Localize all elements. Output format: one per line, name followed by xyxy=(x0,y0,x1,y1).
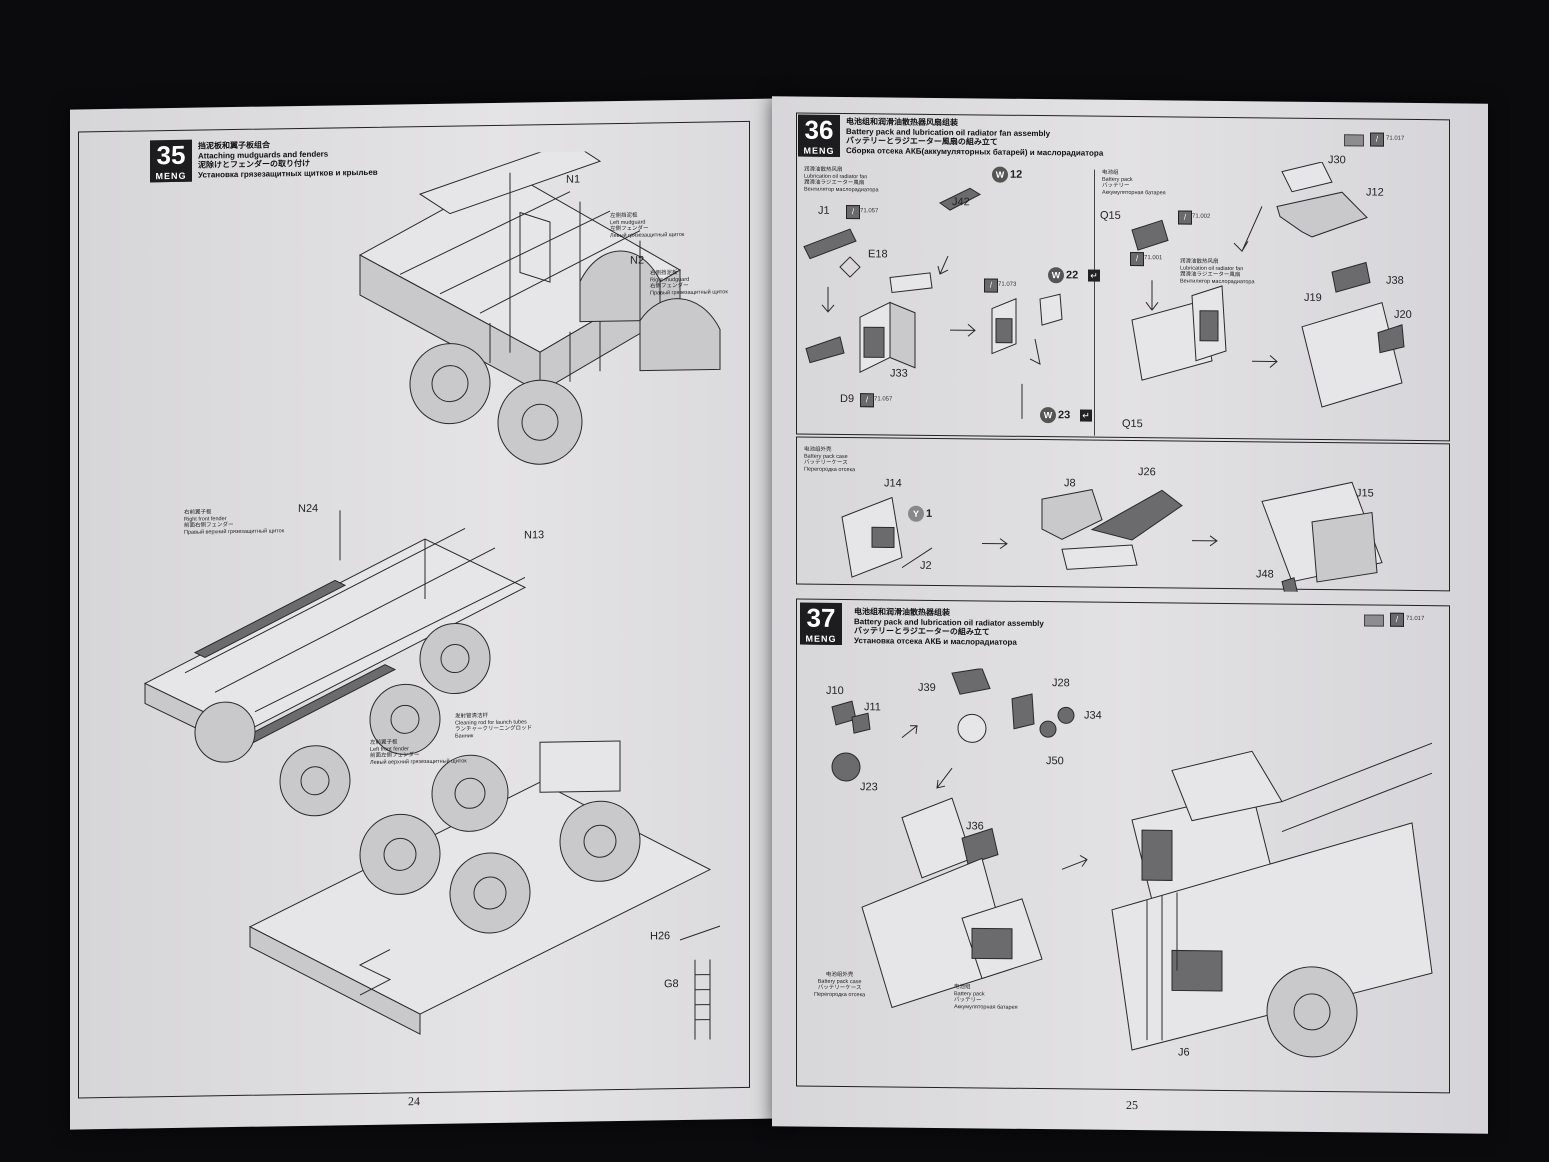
paint-icon: / xyxy=(984,278,998,293)
step-36-badge: 36 MENG xyxy=(798,114,840,157)
part-j23: J23 xyxy=(860,781,878,794)
paint-icon: / xyxy=(846,205,860,220)
paint-code: 71.002 xyxy=(1192,213,1211,220)
page-number-left: 24 xyxy=(408,1094,420,1109)
brand-logo: MENG xyxy=(800,632,842,645)
part-j20: J20 xyxy=(1394,308,1412,321)
weathering-icon: W xyxy=(1048,267,1064,284)
paint-code: 71.001 xyxy=(1144,255,1163,262)
paint-code: 71.073 xyxy=(998,281,1017,288)
part-label-g8: G8 xyxy=(664,978,679,991)
paint-icon: / xyxy=(1370,132,1384,147)
part-j2: J2 xyxy=(920,559,932,572)
part-q15-b: Q15 xyxy=(1122,417,1143,431)
fender-assembly-drawing xyxy=(143,510,527,817)
battery-radiator-drawing xyxy=(831,667,1433,1058)
part-j1: J1 xyxy=(818,204,830,217)
color-swatch xyxy=(1344,134,1364,147)
part-d9: D9 xyxy=(840,392,855,406)
brand-logo: MENG xyxy=(798,144,840,157)
mudguard-assembly-drawing xyxy=(358,148,721,465)
part-label-n2: N2 xyxy=(630,254,645,267)
part-j39: J39 xyxy=(918,681,936,694)
paint-code: 71.017 xyxy=(1406,615,1425,623)
step-number: 35 xyxy=(156,139,186,171)
part-label-n1: N1 xyxy=(566,173,581,186)
fan-assembly-drawing xyxy=(803,187,1063,419)
color-y-number: 1 xyxy=(926,507,933,520)
paint-icon: / xyxy=(1130,252,1144,267)
weathering-number: 23 xyxy=(1058,409,1071,422)
part-q15: Q15 xyxy=(1100,209,1121,222)
part-label-n24: N24 xyxy=(298,502,319,516)
part-j12: J12 xyxy=(1366,186,1384,199)
part-j14: J14 xyxy=(884,477,902,490)
part-j48: J48 xyxy=(1256,568,1274,581)
battery-fan-drawing xyxy=(1131,161,1405,408)
color-swatch xyxy=(1364,614,1384,627)
paint-icon: / xyxy=(1390,612,1404,627)
weathering-number: 12 xyxy=(1010,168,1023,181)
part-j30: J30 xyxy=(1328,154,1346,167)
step-number: 37 xyxy=(806,602,836,633)
paint-icon: / xyxy=(860,393,874,408)
part-j15: J15 xyxy=(1356,487,1374,500)
part-j6: J6 xyxy=(1178,1046,1190,1059)
step-number: 36 xyxy=(804,114,834,145)
brand-logo: MENG xyxy=(150,169,192,183)
page-number-right: 25 xyxy=(1126,1097,1138,1113)
part-j33: J33 xyxy=(890,367,908,380)
rear-chassis-drawing xyxy=(248,740,720,1040)
paint-code: 71.017 xyxy=(1386,135,1405,142)
part-j26: J26 xyxy=(1138,466,1156,479)
part-j11: J11 xyxy=(864,701,881,714)
part-label-h26: H26 xyxy=(650,930,671,943)
part-label-n13: N13 xyxy=(524,529,545,542)
part-j42: J42 xyxy=(952,196,970,209)
part-j34: J34 xyxy=(1084,709,1102,722)
apply-icon: ↵ xyxy=(1080,409,1092,422)
weathering-icon: W xyxy=(1040,407,1056,424)
part-j8: J8 xyxy=(1064,477,1076,490)
step-37-badge: 37 MENG xyxy=(800,602,842,645)
weathering-icon: W xyxy=(992,166,1008,183)
paint-icon: / xyxy=(1178,210,1192,225)
part-e18: E18 xyxy=(868,248,888,261)
left-page: 35 MENG 挡泥板和翼子板组合 Attaching mudguards an… xyxy=(70,98,782,1130)
apply-icon: ↵ xyxy=(1088,269,1100,282)
part-j50: J50 xyxy=(1046,755,1064,768)
battery-case-drawing xyxy=(841,481,1383,594)
part-j38: J38 xyxy=(1386,274,1404,287)
step-35-badge: 35 MENG xyxy=(150,139,192,183)
color-y-icon: Y xyxy=(908,505,924,522)
paint-code: 71.057 xyxy=(860,208,879,215)
paint-code: 71.057 xyxy=(874,396,893,403)
part-j36: J36 xyxy=(966,820,984,833)
part-j10: J10 xyxy=(826,684,844,698)
weathering-number: 22 xyxy=(1066,269,1079,282)
part-j28: J28 xyxy=(1052,677,1070,690)
part-j19: J19 xyxy=(1304,291,1322,305)
